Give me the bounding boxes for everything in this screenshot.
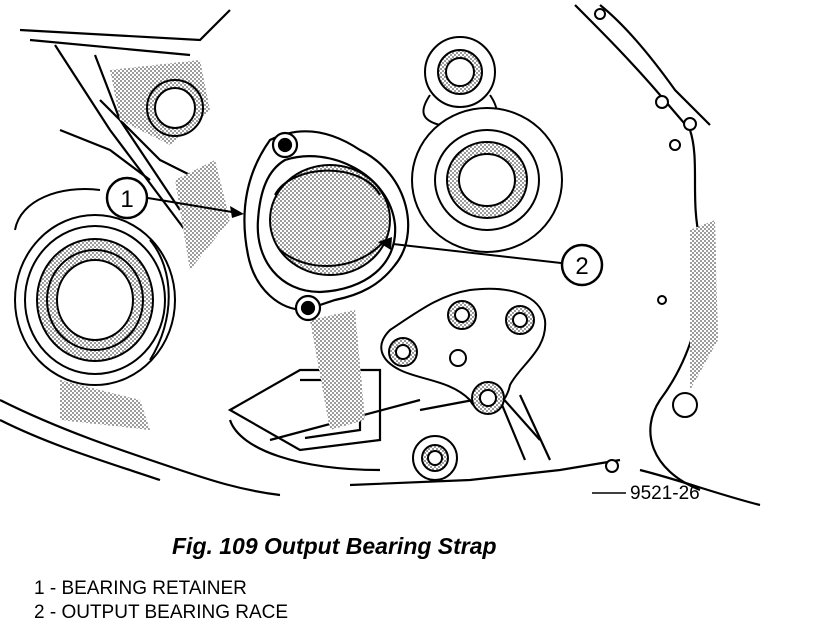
lower-bolt: [412, 435, 458, 481]
callout-2-number: 2: [575, 253, 588, 280]
legend-item-2: 2 - OUTPUT BEARING RACE: [34, 602, 289, 623]
shaded-casting: [60, 60, 718, 430]
callout-1-number: 1: [120, 186, 133, 213]
flange-bolts: [594, 8, 698, 473]
upper-left-boss: [146, 79, 204, 137]
legend: 1 - BEARING RETAINER 2 - OUTPUT BEARING …: [34, 577, 288, 625]
bolt-plate: [380, 287, 547, 415]
transmission-case-illustration: 1 2 9521-26: [0, 4, 761, 507]
legend-item-1: 1 - BEARING RETAINER: [34, 578, 247, 599]
figure-caption: Fig. 109 Output Bearing Strap: [172, 533, 497, 559]
output-bearing-race: [269, 164, 391, 276]
callout-1: 1: [105, 176, 244, 220]
right-bearing-bore: [411, 36, 563, 253]
left-bearing-bore: [14, 188, 176, 386]
callout-2: 2: [378, 237, 604, 287]
drawing-number: 9521-26: [630, 483, 700, 504]
